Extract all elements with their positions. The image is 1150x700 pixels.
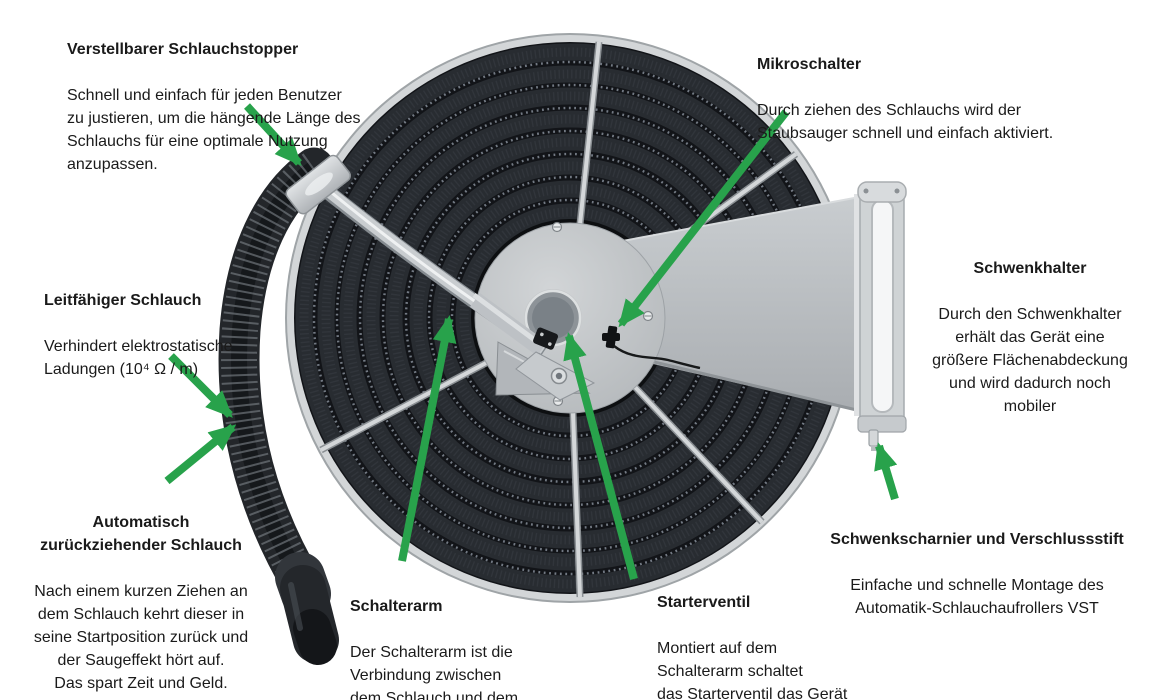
switch-arm	[313, 177, 701, 401]
hinge-bottom-cap	[857, 415, 907, 433]
annotation-schwenkscharnier: Schwenkscharnier und Verschlussstift Ein…	[812, 505, 1142, 643]
annotation-body: Verhindert elektrostatische Ladungen (10…	[44, 338, 233, 378]
locking-pin	[868, 429, 879, 447]
annotation-body: Durch den Schwenkhalter erhält das Gerät…	[932, 306, 1128, 415]
annotation-schalterarm: Schalterarm Der Schalterarm ist die Verb…	[350, 572, 570, 700]
hinge-top-cap	[857, 181, 907, 203]
microswitch	[602, 325, 620, 349]
annotation-title: Starterventil	[657, 594, 751, 611]
annotation-starterventil: Starterventil Montiert auf dem Schaltera…	[657, 568, 897, 700]
annotation-title: Mikroschalter	[757, 56, 862, 73]
arrow-to-hose-stopper	[244, 103, 302, 167]
arrow-to-retracting-hose	[164, 423, 237, 485]
annotation-arrows	[164, 103, 899, 581]
microswitch-cable	[613, 345, 701, 370]
spoke	[320, 361, 487, 452]
annotation-title: Automatisch zurückziehender Schlauch	[40, 514, 242, 554]
mounting-slot	[871, 199, 894, 413]
annotation-schlauchstopper: Verstellbarer Schlauchstopper Schnell un…	[67, 15, 407, 199]
spoke	[633, 385, 764, 524]
spoke	[571, 412, 582, 598]
arrow-to-switch-arm	[398, 314, 457, 562]
annotation-automatisch-schlauch: Automatisch zurückziehender Schlauch Nac…	[21, 488, 261, 700]
annotation-title: Schwenkhalter	[973, 260, 1087, 277]
annotation-body: Der Schalterarm ist die Verbindung zwisc…	[350, 644, 519, 700]
annotation-mikroschalter: Mikroschalter Durch ziehen des Schlauchs…	[757, 30, 1087, 168]
annotation-leitfaehiger-schlauch: Leitfähiger Schlauch Verhindert elektros…	[44, 266, 294, 404]
hanging-hose	[218, 147, 339, 665]
mounting-bar	[857, 181, 907, 451]
hose-nozzle	[275, 552, 339, 665]
annotation-body: Montiert auf dem Schalterarm schaltet da…	[657, 640, 848, 700]
annotation-body: Schnell und einfach für jeden Benutzer z…	[67, 87, 361, 173]
annotation-title: Verstellbarer Schlauchstopper	[67, 41, 299, 58]
annotation-body: Durch ziehen des Schlauchs wird der Stau…	[757, 102, 1054, 142]
locking-pin-tip	[871, 445, 876, 451]
spoke	[578, 41, 601, 225]
arrow-to-conductive-hose	[168, 353, 233, 418]
annotation-body: Einfache und schnelle Montage des Automa…	[850, 577, 1104, 617]
annotation-body: Nach einem kurzen Ziehen an dem Schlauch…	[33, 583, 249, 692]
starter-valve	[533, 327, 559, 350]
arrow-to-starter-valve	[563, 332, 638, 581]
annotation-schwenkhalter: Schwenkhalter Durch den Schwenkhalter er…	[927, 234, 1133, 441]
hose-stopper	[285, 154, 351, 215]
annotation-title: Schalterarm	[350, 598, 443, 615]
annotation-title: Leitfähiger Schlauch	[44, 292, 202, 309]
arm-sleeve	[469, 293, 548, 356]
arrow-to-swivel-hinge	[874, 442, 899, 501]
annotation-title: Schwenkscharnier und Verschlussstift	[830, 531, 1124, 548]
arrow-to-microswitch	[617, 109, 790, 328]
